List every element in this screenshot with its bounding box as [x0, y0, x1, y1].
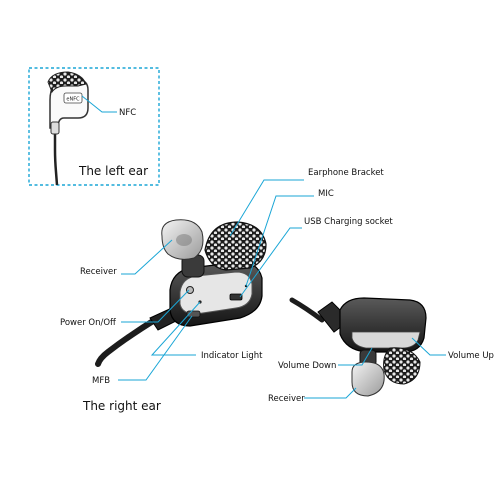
side-cable	[289, 297, 325, 323]
nfc-label: NFC	[119, 108, 136, 118]
side-receiver-leader	[304, 387, 357, 399]
mfb-leader	[118, 315, 193, 381]
left-ear-caption: The left ear	[78, 164, 148, 178]
usb-port	[229, 293, 243, 301]
left-ear-inset: eNFC NFC The left ear	[28, 67, 160, 186]
label-earphone-bracket: Earphone Bracket	[308, 168, 384, 178]
side-view-drawing	[289, 297, 427, 397]
mic-leader	[245, 195, 314, 287]
label-mfb: MFB	[92, 376, 110, 386]
volume-down-leader	[338, 347, 373, 366]
indicator-leader	[150, 301, 201, 356]
inset-border	[28, 67, 160, 186]
bracket-leader	[229, 179, 304, 237]
label-volume-down: Volume Down	[278, 361, 336, 371]
left-ear-neck	[50, 121, 60, 135]
power-leader	[121, 289, 190, 323]
label-volume-up: Volume Up	[448, 351, 494, 361]
right-ear-leaders	[118, 179, 314, 381]
side-leaders	[304, 337, 446, 399]
earphone-bracket-wing	[204, 221, 267, 271]
right-ear-caption: The right ear	[82, 399, 161, 413]
usb-leader	[239, 227, 302, 298]
label-receiver-side: Receiver	[268, 394, 305, 404]
power-button	[186, 286, 194, 294]
right-ear-drawing	[95, 219, 267, 367]
label-indicator: Indicator Light	[201, 351, 263, 361]
nfc-chip	[63, 92, 83, 104]
volume-up-leader	[411, 337, 446, 356]
label-mic: MIC	[318, 189, 334, 199]
label-power: Power On/Off	[60, 318, 117, 328]
side-bevel	[351, 331, 421, 349]
nfc-chip-text: eNFC	[66, 97, 80, 103]
left-ear-wing	[47, 71, 87, 94]
side-receiver-tip	[351, 361, 385, 397]
label-usb-socket: USB Charging socket	[304, 217, 393, 227]
label-receiver-right: Receiver	[80, 267, 117, 277]
receiver-tip-hole	[176, 234, 192, 246]
side-wing	[383, 347, 421, 385]
nfc-leader	[81, 95, 117, 113]
receiver-leader	[121, 239, 173, 275]
right-ear-cable	[95, 315, 161, 367]
left-ear-cable	[53, 125, 59, 186]
